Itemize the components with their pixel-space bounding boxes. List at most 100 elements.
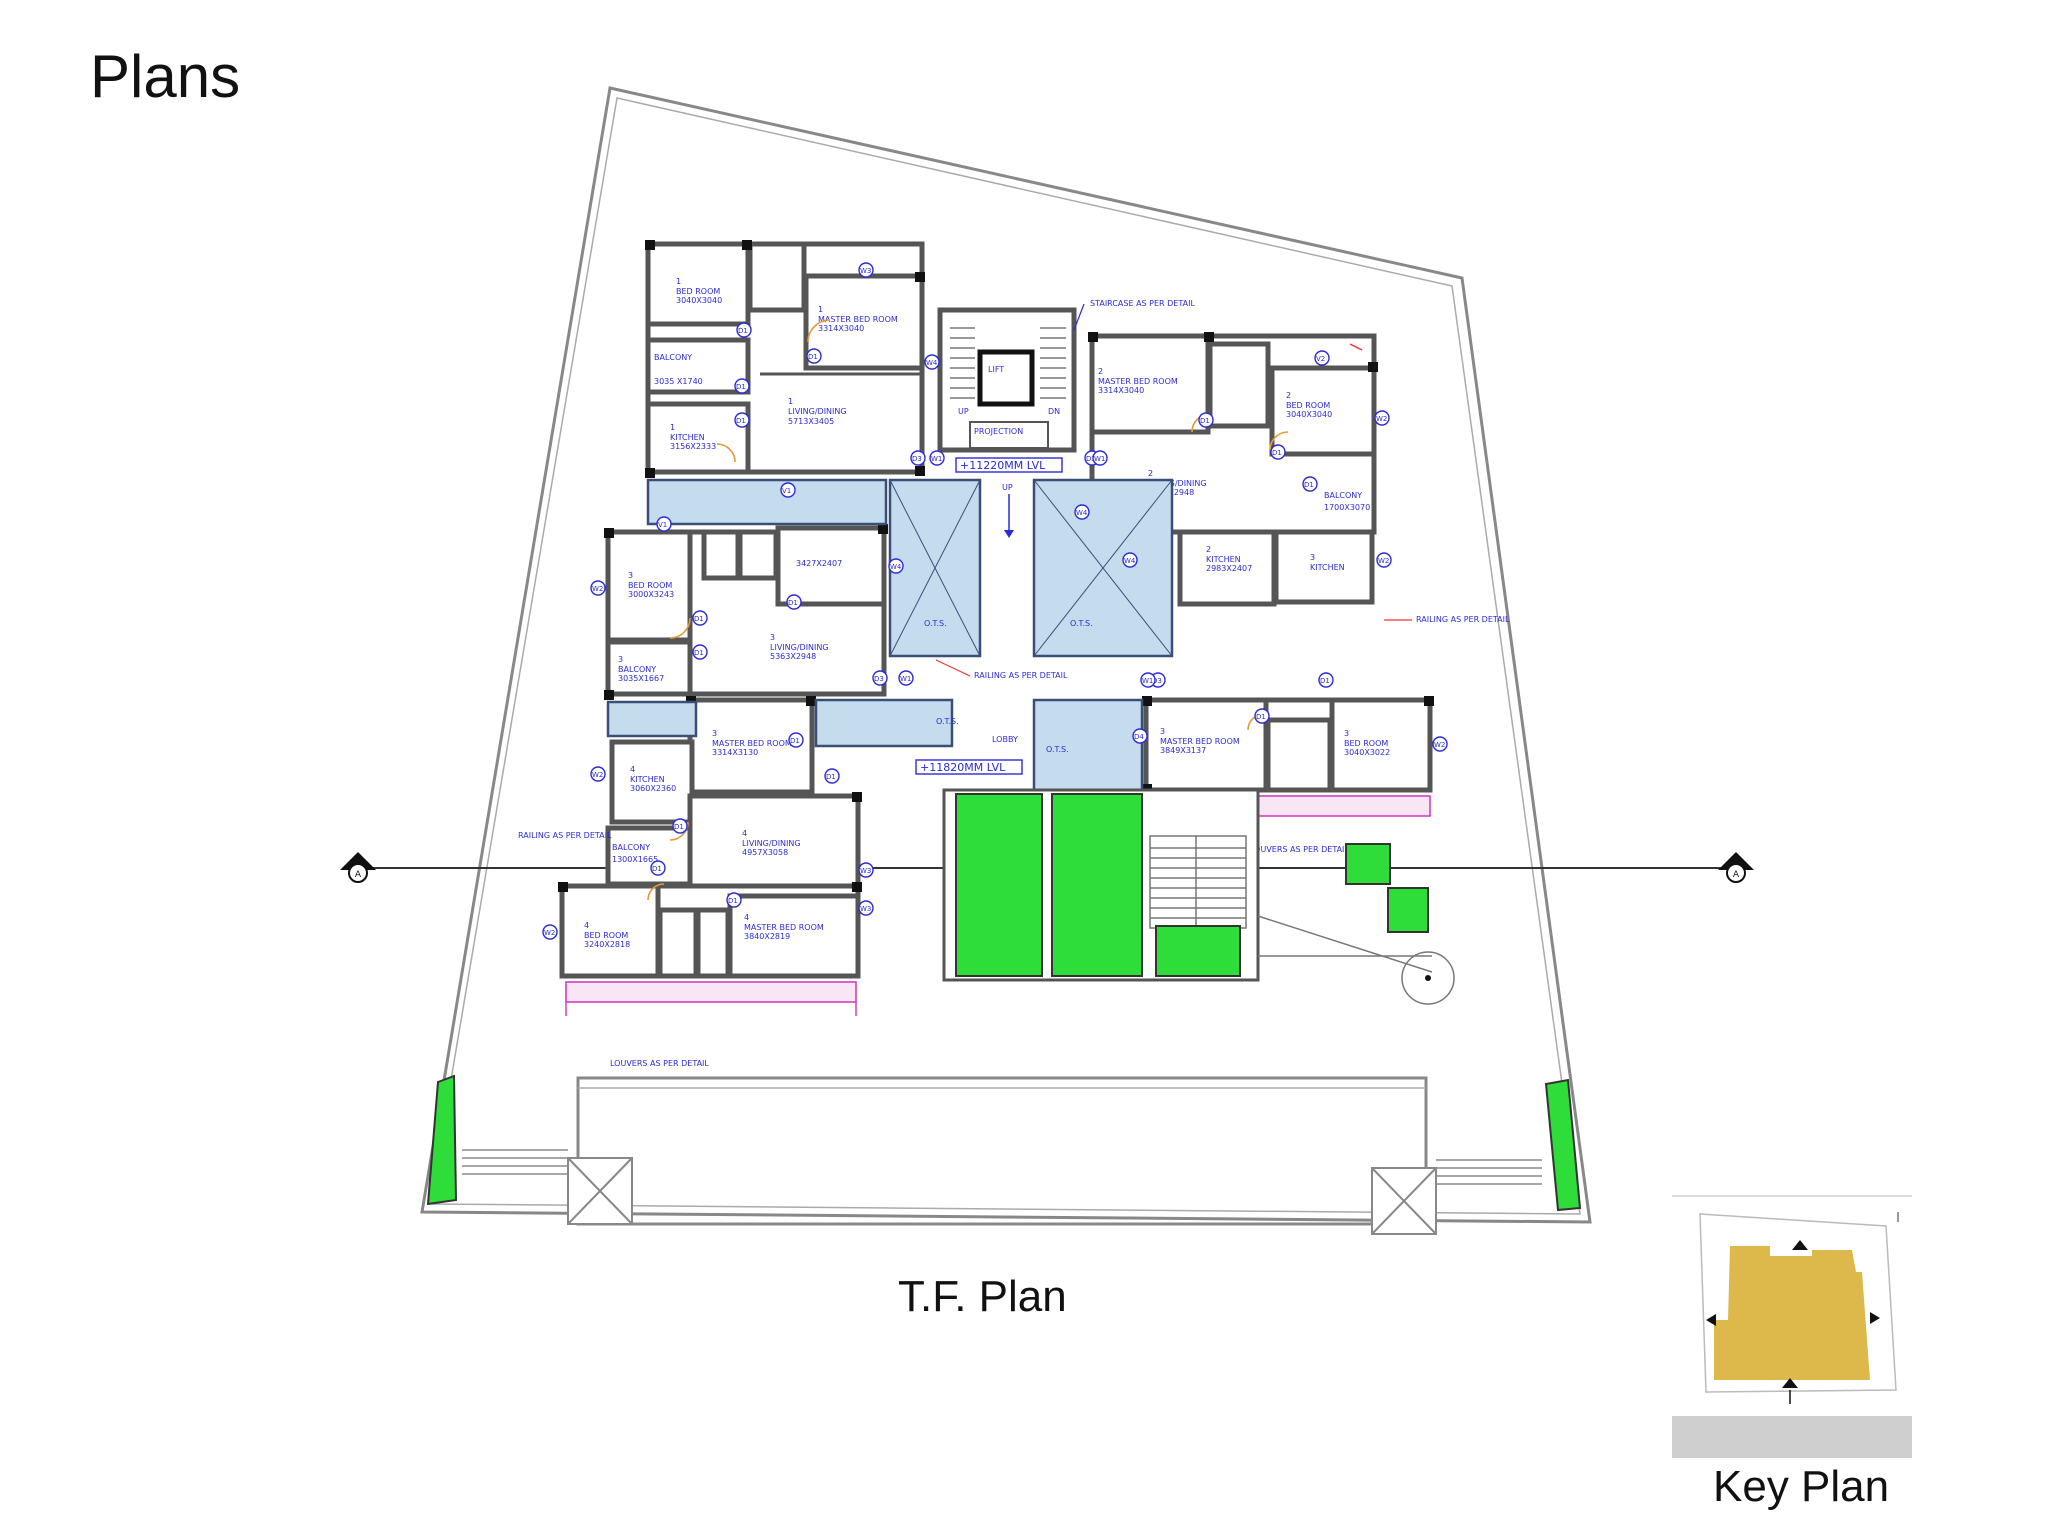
room-1-mbr-name: MASTER BED ROOM [818, 315, 898, 324]
site-frontage [426, 1074, 1582, 1235]
room-1-bedroom-no: 1 [676, 277, 681, 286]
room-2-living-no: 2 [1148, 469, 1153, 478]
tag-d3-d: D3 [874, 675, 884, 683]
room-4-kitchen-dim: 3060X2360 [630, 784, 676, 793]
flat-middle-right: 3 MASTER BED ROOM 3849X3137 3 BED ROOM 3… [1142, 696, 1434, 794]
room-2-kitchen-no: 2 [1206, 545, 1211, 554]
room-1-kitchen-name: KITCHEN [670, 433, 705, 442]
room-3b-bed-name: BED ROOM [1344, 739, 1388, 748]
tag-w3-a: W3 [860, 867, 871, 875]
section-marker-left: A [340, 852, 376, 883]
site-boundary-inner [429, 97, 1581, 1215]
tag-d1-f: D1 [1272, 449, 1282, 457]
tag-d1-i: D1 [1256, 713, 1266, 721]
tag-d1-l: D1 [788, 599, 798, 607]
room-3b-bed-dim: 3040X3022 [1344, 748, 1390, 757]
ots-label-3: O.T.S. [936, 717, 959, 726]
tag-w1-a: W1 [931, 455, 942, 463]
gate-right [1371, 1167, 1437, 1235]
room-4-bed-dim: 3240X2818 [584, 940, 630, 949]
tag-w3-b: W3 [860, 905, 871, 913]
tag-d3-c: D3 [1152, 677, 1162, 685]
room-2-mbr-no: 2 [1098, 367, 1103, 376]
room-1-bedroom-dim: 3040X3040 [676, 296, 722, 305]
room-3-mbr-name: MASTER BED ROOM [1160, 737, 1240, 746]
room-2-mbr-dim: 3314X3040 [1098, 386, 1144, 395]
room-2-bed-no: 2 [1286, 391, 1291, 400]
tag-d1-o: D1 [674, 823, 684, 831]
flat-middle-left: 3 BED ROOM 3000X3243 3427X2407 3 LIVING/… [604, 524, 888, 700]
tag-d1-n: D1 [826, 773, 836, 781]
room-3-bed-dim: 3000X3243 [628, 590, 674, 599]
tag-d1-k: D1 [694, 649, 704, 657]
tag-d1-d: D1 [808, 353, 818, 361]
room-3-bed-name: BED ROOM [628, 581, 672, 590]
room-3-living-name: LIVING/DINING [770, 643, 829, 652]
level-label-lower: +11820MM LVL [920, 761, 1006, 774]
tag-w4-a: W4 [926, 359, 938, 367]
room-4-kitchen-no: 4 [630, 765, 635, 774]
tag-d1-e: D1 [1200, 417, 1210, 425]
lobby-label: LOBBY [992, 735, 1018, 744]
room-1-balcony-dim: 3035 X1740 [654, 377, 703, 386]
room-3b-mbr-dim: 3314X3130 [712, 748, 758, 757]
tag-d3-a: D3 [912, 455, 922, 463]
tag-w1-c: W1 [1142, 677, 1153, 685]
tag-d1-g: D1 [1304, 481, 1314, 489]
room-3-kitchen-dim: 3427X2407 [796, 559, 842, 568]
tag-d1-p: D1 [652, 865, 662, 873]
lift-label: LIFT [988, 365, 1004, 374]
door-window-tags: D1 D1 D1 D1 D3 W1 D3 W1 D1 D1 D1 D1 D1 D… [542, 262, 1448, 940]
tag-v2-a: V2 [1316, 355, 1325, 363]
room-2-kitchen-dim: 2983X2407 [1206, 564, 1252, 573]
room-4-living-no: 4 [742, 829, 747, 838]
level-label-top: +11220MM LVL [960, 459, 1046, 472]
key-plan [1672, 1195, 1912, 1458]
tag-w2-d: W2 [1376, 415, 1387, 423]
section-marker-left-label: A [355, 870, 362, 880]
room-1-kitchen-dim: 3156X2333 [670, 442, 716, 451]
tag-d1-h: D1 [1320, 677, 1330, 685]
louvers-bottom-left: LOUVERS AS PER DETAIL [565, 981, 857, 1068]
tag-w3-c: W3 [860, 267, 871, 275]
railing-note-center: RAILING AS PER DETAIL [974, 671, 1068, 680]
lower-stair [1149, 835, 1247, 929]
room-3-mbr-no: 3 [1160, 727, 1165, 736]
tag-v1-a: V1 [782, 487, 791, 495]
keyplan-caption: Key Plan [1713, 1462, 1890, 1511]
room-4-balcony-name: BALCONY [612, 843, 650, 852]
room-2-bed-dim: 3040X3040 [1286, 410, 1332, 419]
lower-core [942, 788, 1455, 1005]
room-4-mbr-dim: 3840X2819 [744, 932, 790, 941]
up-label-core: UP [958, 407, 969, 416]
room-2-living-name: LIVING/DINING [1148, 479, 1207, 488]
room-1-living-dim: 5713X3405 [788, 417, 834, 426]
flat-upper-left: 1 BED ROOM 3040X3040 1 MASTER BED ROOM 3… [645, 240, 925, 478]
room-3b-bed-no: 3 [1344, 729, 1349, 738]
tag-d1-c: D1 [736, 417, 746, 425]
room-3-living-dim: 5363X2948 [770, 652, 816, 661]
room-3b-mbr-no: 3 [712, 729, 717, 738]
tag-d4-a: D4 [1134, 733, 1144, 741]
room-3b-mbr-name: MASTER BED ROOM [712, 739, 792, 748]
tag-d3-b: D3 [1086, 455, 1096, 463]
room-3-balcony-no: 3 [618, 655, 623, 664]
key-plan-footprint [1714, 1246, 1870, 1380]
room-3-living-no: 3 [770, 633, 775, 642]
room-4-mbr-name: MASTER BED ROOM [744, 923, 824, 932]
room-1-balcony-name: BALCONY [654, 353, 692, 362]
room-4-balcony-dim: 1300X1665 [612, 855, 658, 864]
tag-w2-a: W2 [592, 585, 603, 593]
room-3-mbr-dim: 3849X3137 [1160, 746, 1206, 755]
slide-title: Plans [90, 43, 241, 110]
tag-d1-j: D1 [694, 615, 704, 623]
louvers-bottom-note: LOUVERS AS PER DETAIL [610, 1059, 709, 1068]
tag-w4-b: W4 [1076, 509, 1088, 517]
gate-left [567, 1157, 633, 1225]
room-3-kitchen-no: 3 [1310, 553, 1315, 562]
room-1-mbr-dim: 3314X3040 [818, 324, 864, 333]
room-3-kitchen-name: KITCHEN [1310, 563, 1345, 572]
room-4-bed-name: BED ROOM [584, 931, 628, 940]
room-1-living-name: LIVING/DINING [788, 407, 847, 416]
